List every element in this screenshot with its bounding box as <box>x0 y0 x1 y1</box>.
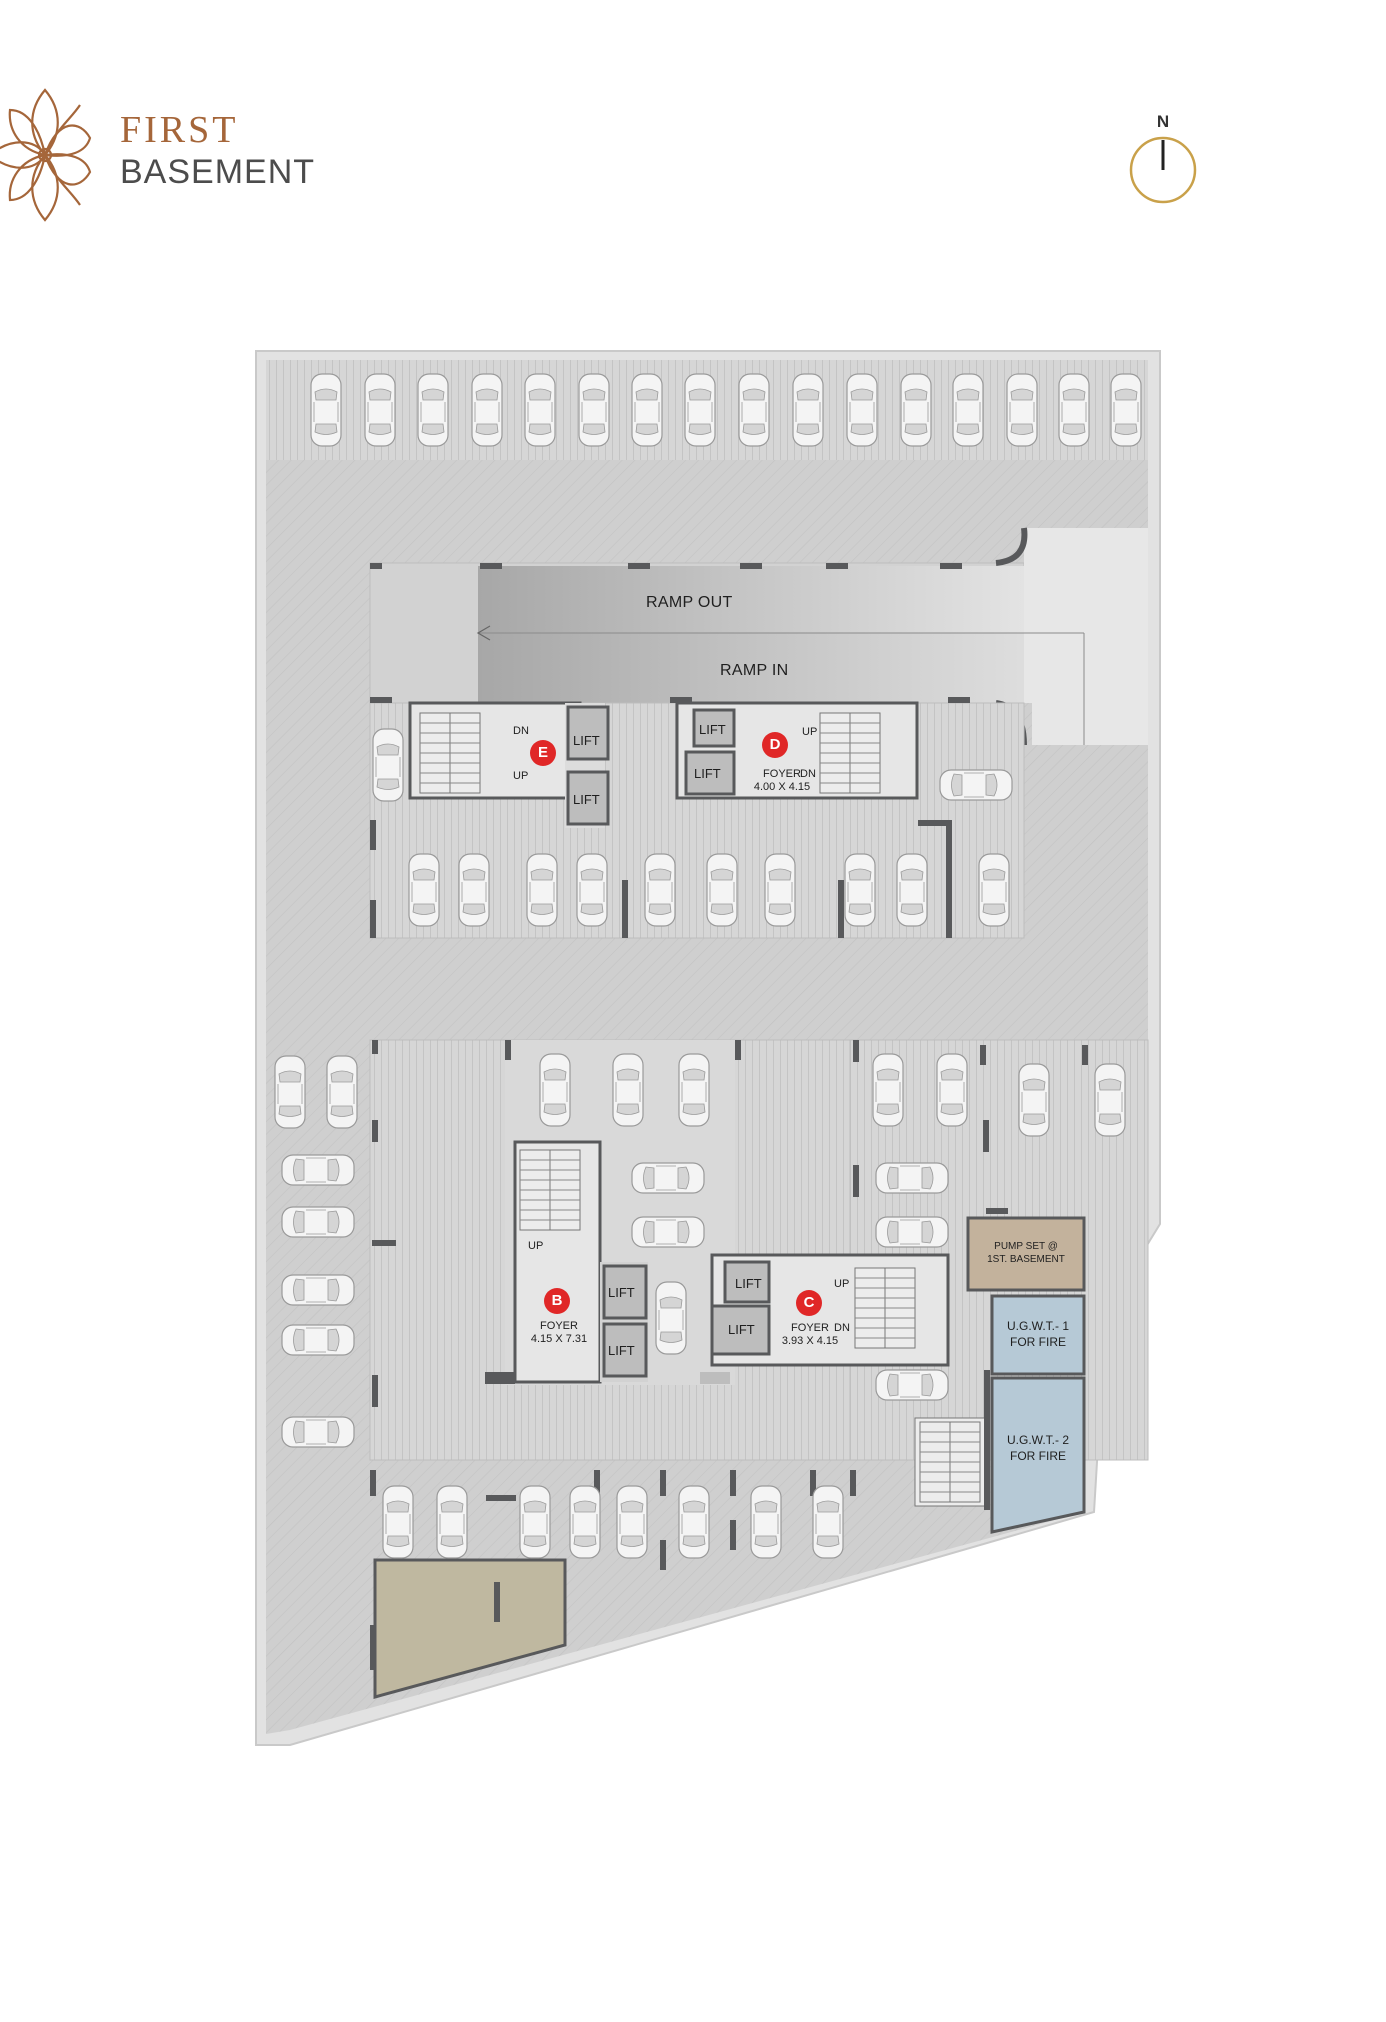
block-c-dn-label: DN <box>834 1322 850 1334</box>
substation-room <box>373 1558 567 1699</box>
north-compass: N <box>1125 112 1201 212</box>
ramp-outer <box>1024 528 1148 745</box>
ramp-out <box>478 566 1024 633</box>
block-e-up-label: UP <box>513 770 529 782</box>
block-c-lift-2-label: LIFT <box>728 1322 755 1337</box>
title-first: FIRST <box>120 109 239 151</box>
block-b-foyer-label: FOYER 4.15 X 7.31 <box>522 1320 596 1346</box>
block-d-foyer-title: FOYER <box>763 768 801 780</box>
pump-room-label: PUMP SET @ 1ST. BASEMENT <box>968 1240 1084 1266</box>
ugwt-1-line2: FOR FIRE <box>1010 1335 1066 1349</box>
block-d-lift-1-label: LIFT <box>699 722 726 737</box>
compass-icon <box>1129 136 1197 204</box>
block-b-lift-2-label: LIFT <box>608 1343 635 1358</box>
block-d-foyer-label: FOYER 4.00 X 4.15 <box>742 768 822 794</box>
block-c-foyer-label: FOYER 3.93 X 4.15 <box>770 1322 850 1348</box>
block-b-foyer-title: FOYER <box>540 1320 578 1332</box>
block-c-foyer-size: 3.93 X 4.15 <box>781 1335 839 1347</box>
block-d-marker: D <box>762 732 788 758</box>
pump-room-line1: PUMP SET @ <box>994 1241 1058 1252</box>
ugwt-2-tank <box>990 1376 1086 1534</box>
ramp-in-label: RAMP IN <box>720 662 789 679</box>
ugwt-2-line2: FOR FIRE <box>1010 1449 1066 1463</box>
ramp-out-label: RAMP OUT <box>646 594 733 611</box>
pump-room-line2: 1ST. BASEMENT <box>987 1254 1065 1265</box>
compass-north-label: N <box>1156 112 1170 131</box>
ugwt-1-tank <box>990 1294 1086 1376</box>
block-c-lift-1-label: LIFT <box>735 1276 762 1291</box>
block-b-foyer-size: 4.15 X 7.31 <box>530 1333 588 1345</box>
block-d-dn-label: DN <box>800 768 816 780</box>
block-b-marker: B <box>544 1288 570 1314</box>
ugwt-2-label: U.G.W.T.- 2 FOR FIRE <box>992 1432 1084 1464</box>
title-basement: BASEMENT <box>120 153 316 191</box>
block-e-lift-1-label: LIFT <box>573 733 600 748</box>
block-d-up-label: UP <box>802 726 818 738</box>
block-c-marker: C <box>796 1290 822 1316</box>
block-d-foyer-size: 4.00 X 4.15 <box>753 781 811 793</box>
ugwt-1-label: U.G.W.T.- 1 FOR FIRE <box>992 1318 1084 1350</box>
page-title: FIRST BASEMENT <box>120 108 315 192</box>
block-e-dn-label: DN <box>513 725 529 737</box>
block-b-up-label: UP <box>528 1240 544 1252</box>
ramp-in <box>478 633 1084 703</box>
block-c-foyer-title: FOYER <box>791 1322 829 1334</box>
block-e-lift-2-label: LIFT <box>573 792 600 807</box>
block-b-lift-1-label: LIFT <box>608 1285 635 1300</box>
pump-room <box>966 1216 1086 1292</box>
brand-logo-icon <box>0 88 92 222</box>
ugwt-2-line1: U.G.W.T.- 2 <box>1006 1433 1069 1447</box>
block-e-marker: E <box>530 740 556 766</box>
block-d-lift-2-label: LIFT <box>694 766 721 781</box>
ugwt-1-line1: U.G.W.T.- 1 <box>1006 1319 1069 1333</box>
block-c-up-label: UP <box>834 1278 850 1290</box>
